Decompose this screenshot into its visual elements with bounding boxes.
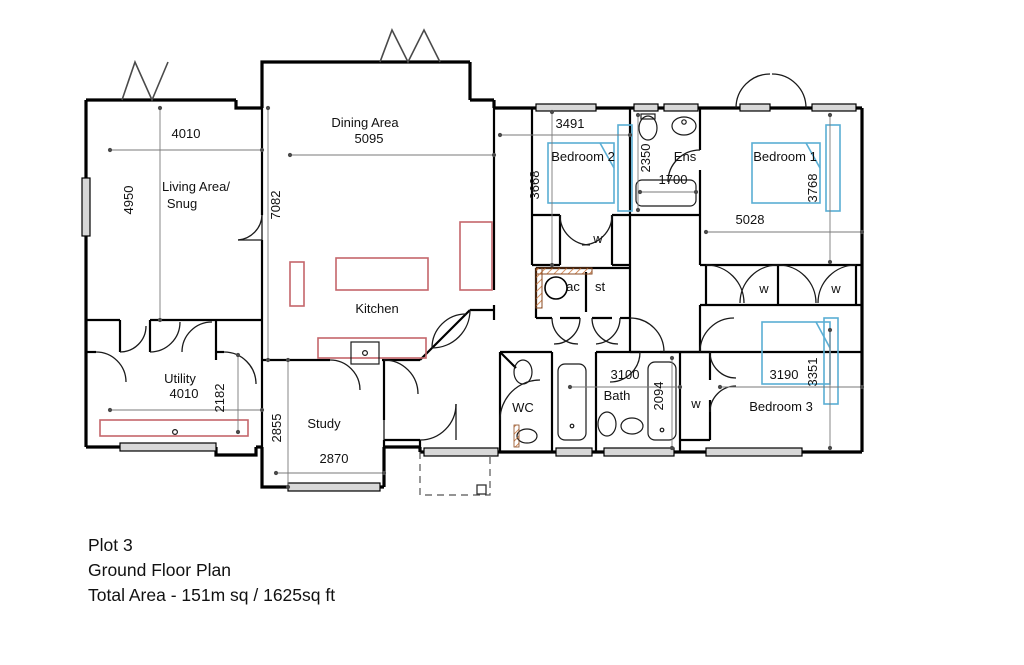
dimension-bed1-width: 5028 — [736, 212, 765, 227]
dimension-living-depth: 4950 — [121, 186, 136, 215]
room-label-study: Study — [307, 416, 341, 431]
exterior-walls — [84, 60, 864, 489]
total-area: Total Area - 151m sq / 1625sq ft — [88, 585, 336, 605]
room-label-bedroom3: Bedroom 3 — [749, 399, 813, 414]
room-labels: Living Area/Snug Dining AreaKitchenUtilit… — [162, 115, 841, 431]
room-label-bedroom2: Bedroom 2 — [551, 149, 615, 164]
title-block: Plot 3 Ground Floor Plan Total Area - 15… — [88, 533, 608, 608]
dimension-house-depth: 7082 — [268, 191, 283, 220]
room-label-dining: Dining Area — [331, 115, 399, 130]
room-label-bedroom1: Bedroom 1 — [753, 149, 817, 164]
door-swings — [95, 73, 857, 441]
room-label-living-line2: Snug — [167, 196, 197, 211]
dimension-utility-depth: 2182 — [212, 384, 227, 413]
dimension-study-depth: 2855 — [269, 414, 284, 443]
kitchen-units — [99, 221, 493, 437]
airing-cupboard — [513, 267, 593, 448]
windows — [81, 103, 857, 492]
dimension-study-width: 2870 — [320, 451, 349, 466]
dimension-ens-width: 1700 — [659, 172, 688, 187]
room-label-wardrobe-hall-b: w — [830, 281, 841, 296]
dimension-bed2-depth: 3668 — [527, 171, 542, 200]
porch-outline — [419, 452, 491, 496]
room-label-bath: Bath — [604, 388, 631, 403]
dimension-bed1-depth: 3768 — [805, 174, 820, 203]
dimension-ens-depth: 2350 — [638, 144, 653, 173]
dimension-utility-width: 4010 — [170, 386, 199, 401]
room-label-ens: Ens — [674, 149, 697, 164]
dimension-lines — [110, 108, 862, 487]
room-label-wc: WC — [512, 400, 534, 415]
plan-name: Ground Floor Plan — [88, 560, 231, 580]
dimension-dining-width: 5095 — [355, 131, 384, 146]
room-label-kitchen: Kitchen — [355, 301, 398, 316]
room-label-ac: ac — [566, 279, 580, 294]
room-label-wardrobe-hall-a: w — [758, 281, 769, 296]
bifold-door-symbols — [121, 28, 441, 103]
dimension-living-width: 4010 — [172, 126, 201, 141]
dimension-markers — [107, 105, 865, 490]
room-label-utility: Utility — [164, 371, 196, 386]
interior-walls — [86, 108, 862, 452]
dimension-bath-depth: 2094 — [651, 382, 666, 411]
room-label-wardrobe-bed2: w — [592, 231, 603, 246]
dimension-bed3-depth: 3351 — [805, 358, 820, 387]
dimension-bed3-width: 3190 — [770, 367, 799, 382]
dimension-texts: 4010 4950 5095 7082 4010 2182 2855 2870 3491 3668… — [121, 116, 820, 466]
room-label-st: st — [595, 279, 606, 294]
dimension-bed2-width: 3491 — [556, 116, 585, 131]
room-label-wardrobe-bed3: w — [690, 396, 701, 411]
porch-post — [476, 484, 487, 495]
plot-name: Plot 3 — [88, 535, 133, 555]
dimension-bath-width: 3100 — [611, 367, 640, 382]
room-label-living: Living Area/ — [162, 179, 230, 194]
